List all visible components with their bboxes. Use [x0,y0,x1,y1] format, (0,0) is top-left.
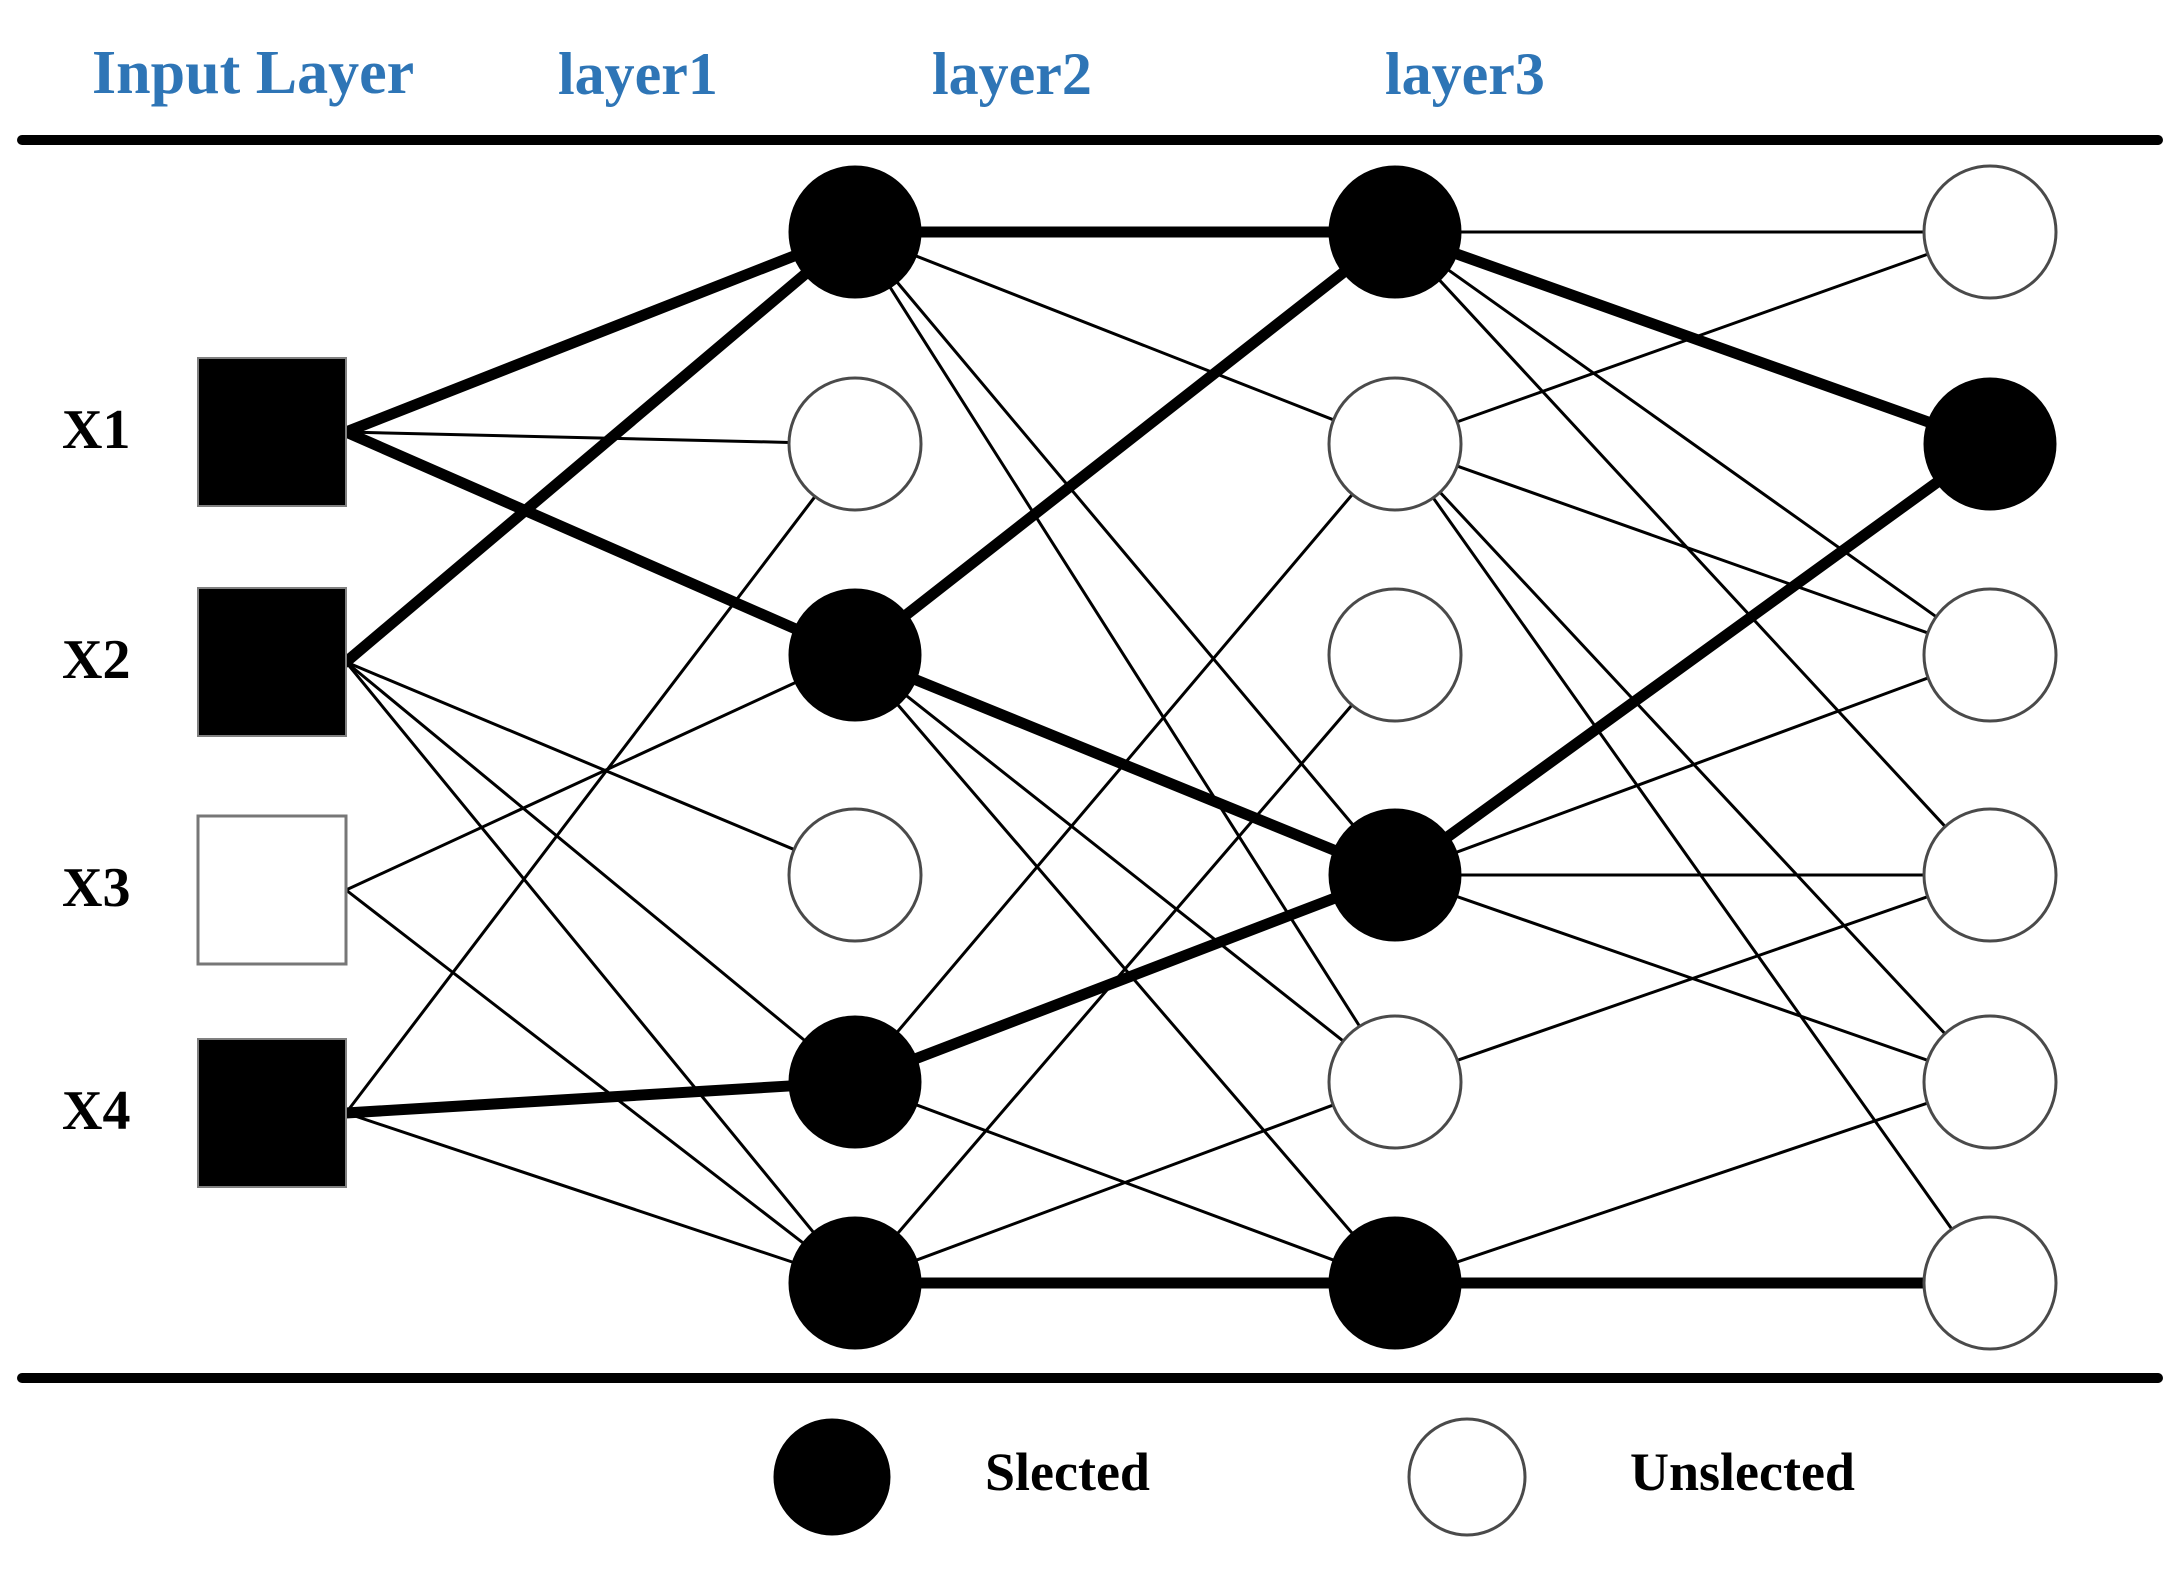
connection-edge [344,888,809,1248]
legend-label-selected: Slected [985,1442,1150,1502]
legend-marker-unselected [1407,1417,1527,1537]
connection-edge [1428,492,1957,1235]
neuron-l3n5-unselected[interactable] [1922,1014,2058,1150]
connection-edge [886,281,1364,1033]
input-node-x1[interactable] [197,357,347,507]
connection-edge [1450,893,1935,1064]
rules-group [17,135,2163,1383]
neuron-l2n5-unselected[interactable] [1327,1014,1463,1150]
neuron-l1n4-unselected[interactable] [787,807,923,943]
neuron-l3n3-unselected[interactable] [1922,587,2058,723]
connection-edge [344,678,802,892]
connection-edge [910,252,1340,424]
connection-edge [1450,674,1935,856]
connection-edge [910,1101,1340,1264]
neuron-l2n2-unselected[interactable] [1327,376,1463,512]
legend-markers-group [773,1417,1527,1537]
connection-edge [340,1080,800,1119]
connection-edge [1434,275,1951,832]
legend-marker-selected [773,1418,891,1536]
connection-edge [344,660,819,1238]
connection-edge [1450,250,1935,426]
connection-edge [893,699,1357,1239]
neuron-l1n6-selected[interactable] [788,1216,922,1350]
header-layer3: layer3 [1385,41,1545,107]
connection-edge [1434,486,1951,1040]
input-nodes-group [196,357,348,1188]
input-node-x3[interactable] [196,814,348,966]
connection-edge [344,490,820,1115]
connection-edge [1438,474,1947,845]
connection-edge [340,248,804,438]
connection-edge [892,276,1358,831]
input-label-x2: X2 [62,629,131,691]
connection-edge [892,488,1358,1038]
connection-edge [1450,462,1935,637]
connection-edge [344,660,801,854]
neuron-l2n3-unselected[interactable] [1327,587,1463,723]
header-layer1: layer1 [558,41,718,107]
neuron-l3n6-unselected[interactable] [1922,1215,2058,1351]
connection-edge [340,265,815,668]
neuron-l1n5-selected[interactable] [788,1015,922,1149]
neuron-l3n2-selected[interactable] [1923,377,2057,511]
neuron-l3n4-unselected[interactable] [1922,807,2058,943]
input-label-x1: X1 [62,399,131,461]
neuron-l1n1-selected[interactable] [788,165,922,299]
input-label-x3: X3 [62,857,131,919]
input-label-x4: X4 [62,1080,131,1142]
connection-edge [340,426,805,637]
neuron-l2n4-selected[interactable] [1328,808,1462,942]
connection-edge [897,263,1353,624]
legend-label-unselected: Unslected [1630,1442,1855,1502]
edges-group [340,226,1957,1289]
header-layer2: layer2 [932,41,1092,107]
neuron-l1n3-selected[interactable] [788,588,922,722]
layer-nodes-group [787,164,2058,1351]
connection-edge [906,891,1344,1066]
connection-edge [344,1111,799,1266]
connection-edge [344,430,796,445]
neuron-l2n1-selected[interactable] [1328,165,1462,299]
neuron-l2n6-selected[interactable] [1328,1216,1462,1350]
header-input-layer: Input Layer [92,39,415,107]
connection-edge [1442,265,1943,622]
connection-edge [901,691,1349,1046]
input-node-x2[interactable] [197,587,347,737]
connection-edge [1451,1099,1934,1266]
neuron-l1n2-unselected[interactable] [787,376,923,512]
neuron-l3n1-unselected[interactable] [1922,164,2058,300]
connection-edge [344,660,810,1045]
input-node-x4[interactable] [197,1038,347,1188]
